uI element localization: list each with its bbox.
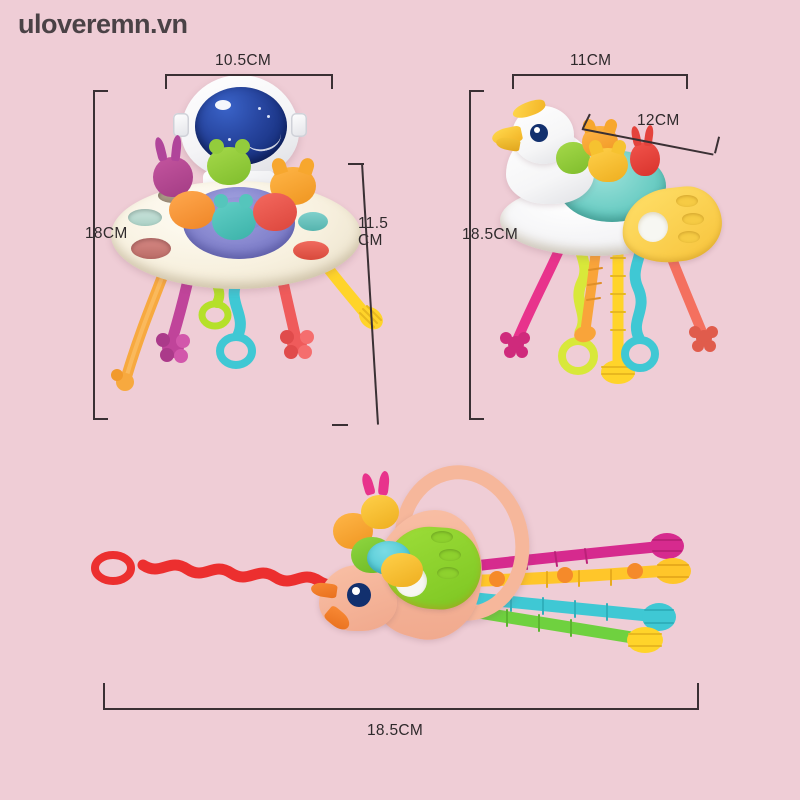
- knob-rabbit-purple: [153, 157, 193, 197]
- label-astronaut-height: 18CM: [85, 225, 128, 242]
- flamingo-knob-yellow: [361, 495, 399, 529]
- dimline-astronaut-height: [93, 90, 95, 420]
- flamingo-eye-highlight: [352, 587, 360, 595]
- dimline-duck-height: [469, 90, 471, 420]
- knob-bear-ear: [239, 194, 253, 208]
- flamingo-knob-yellow-2: [381, 553, 423, 587]
- visor-glint: [215, 100, 231, 110]
- duck-wing-dot: [682, 213, 704, 225]
- dimcap-duck-width-right: [686, 74, 688, 89]
- dimcap-astronaut-depth-top: [348, 163, 364, 165]
- dimline-flamingo-length: [103, 708, 699, 710]
- duck-wing-dot: [678, 231, 700, 243]
- duck-eye-highlight: [534, 127, 540, 133]
- visor-star: [258, 107, 261, 110]
- knob-fish-red: [253, 193, 297, 231]
- knob-bear-teal: [212, 202, 256, 240]
- duck-wing-dot: [676, 195, 698, 207]
- duck-wing-button: [638, 212, 668, 242]
- visor-star: [228, 138, 231, 141]
- flamingo-eye: [347, 583, 371, 607]
- duck-toy-image: [490, 80, 740, 420]
- dish-button-red: [293, 241, 329, 260]
- dimcap-astronaut-width-left: [165, 74, 167, 89]
- dimcap-duck-height-bottom: [469, 418, 484, 420]
- duck-knob-rabbit-red: [630, 142, 660, 176]
- label-duck-width: 11CM: [570, 52, 612, 69]
- label-duck-depth: 12CM: [637, 112, 680, 129]
- knob-bear-ear: [209, 139, 224, 154]
- astronaut-toy-image: [95, 75, 395, 420]
- dimline-astronaut-width: [165, 74, 333, 76]
- dimline-duck-width: [512, 74, 688, 76]
- knob-bear-ear: [214, 194, 228, 208]
- helmet-ear-left: [173, 113, 189, 137]
- dimcap-astronaut-width-right: [331, 74, 333, 89]
- dimcap-astronaut-height-top: [93, 90, 108, 92]
- dish-button-teal: [298, 212, 328, 231]
- dimcap-flamingo-right: [697, 683, 699, 709]
- flamingo-wing-dot: [439, 549, 461, 561]
- dish-hole-teal: [128, 209, 162, 226]
- dimcap-astronaut-height-bottom: [93, 418, 108, 420]
- visor-star: [267, 115, 270, 118]
- duck-strings: [500, 223, 718, 384]
- flamingo-wing-dot: [431, 531, 453, 543]
- helmet-ear-right: [291, 113, 307, 137]
- dimcap-astronaut-depth-bottom: [332, 424, 348, 426]
- knob-bear-ear: [235, 139, 250, 154]
- dish-hole-red: [131, 238, 171, 259]
- label-astronaut-width: 10.5CM: [215, 52, 272, 69]
- label-flamingo-length: 18.5CM: [367, 722, 424, 739]
- flamingo-toy-image: [91, 454, 715, 670]
- dimcap-duck-height-top: [469, 90, 484, 92]
- dimcap-duck-width-left: [512, 74, 514, 89]
- watermark-text: uloveremn.vn: [18, 9, 188, 39]
- label-astronaut-depth: 11.5 CM: [358, 215, 389, 250]
- flamingo-wing-dot: [437, 567, 459, 579]
- duck-eye: [530, 124, 548, 142]
- knob-fish-orange: [169, 191, 215, 229]
- flamingo-strings: [91, 533, 691, 653]
- dimcap-flamingo-left: [103, 683, 105, 709]
- label-duck-height: 18.5CM: [462, 226, 519, 243]
